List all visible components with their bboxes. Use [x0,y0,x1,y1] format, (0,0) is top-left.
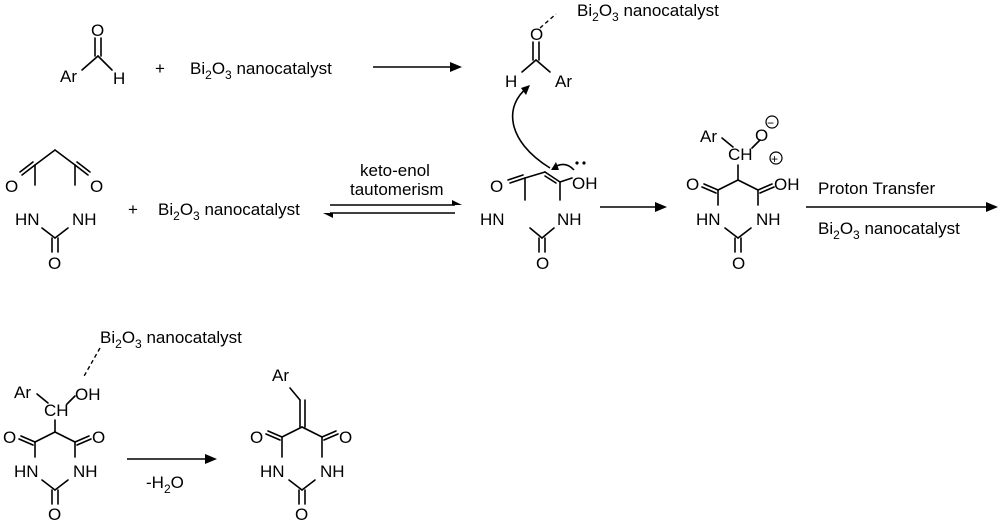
adduct-ar: Ar [700,127,717,146]
barbituric-o-right: O [90,177,103,196]
catalyst-label-1: Bi2O3 nanocatalyst [190,59,332,82]
adduct-plus: + [771,152,778,166]
enol-intermediate: O OH HN NH O [480,161,598,273]
plus-sign-2: + [128,200,138,219]
keto-enol-label-line2: tautomerism [350,180,444,199]
activated-aldehyde: O H Ar Bi2O3 nanocatalyst [505,1,719,91]
reaction-arrow-3 [806,202,998,212]
catalyst-label-top: Bi2O3 nanocatalyst [577,1,719,24]
catalyst-label-3: Bi2O3 nanocatalyst [818,219,960,242]
catalyst-label-2: Bi2O3 nanocatalyst [158,200,300,223]
aldehyde-oxygen: O [91,21,104,40]
adduct-o-bottom: O [732,254,745,273]
product-o-right: O [339,428,352,447]
adduct-minus: − [767,116,774,130]
product-o-left: O [250,428,263,447]
plus-sign-1: + [155,59,165,78]
barbituric-o-left: O [5,177,18,196]
alcohol-hn: HN [14,462,39,481]
water-loss-label: -H2O [146,473,184,496]
adduct-hn: HN [696,210,721,229]
activated-aldehyde-ar: Ar [555,72,572,91]
barbituric-o-bottom: O [48,254,61,273]
equilibrium-arrow [323,200,462,218]
barbituric-hn: HN [15,210,40,229]
enol-nh: NH [557,210,582,229]
barbituric-acid: O O HN NH O [5,149,103,273]
adduct-o: O [755,126,768,145]
reaction-arrow-2 [600,202,667,212]
barbituric-nh: NH [72,210,97,229]
reaction-arrow-1 [373,62,462,72]
alkoxide-adduct: Ar CH O − O OH + HN NH O [686,115,800,273]
aldehyde-h: H [113,69,125,88]
alcohol-o-left: O [3,428,16,447]
adduct-oh: OH [774,175,800,194]
curved-attack-arrow [511,85,551,169]
catalyst-label-4: Bi2O3 nanocatalyst [100,328,242,351]
aldehyde-ar: Ar [60,67,77,86]
enol-o-bottom: O [536,254,549,273]
activated-aldehyde-h: H [505,72,517,91]
enol-hn: HN [480,210,505,229]
reaction-arrow-4 [127,454,217,464]
aldehyde-reactant: O Ar H [60,21,125,88]
product-o-bottom: O [295,505,308,523]
product-ar: Ar [272,366,289,385]
alcohol-ar: Ar [14,383,31,402]
adduct-nh: NH [756,210,781,229]
activated-aldehyde-oxygen: O [530,25,543,44]
adduct-o-left: O [686,175,699,194]
alcohol-oh: OH [75,385,101,404]
enol-oh: OH [572,174,598,193]
alcohol-nh: NH [73,462,98,481]
product-nh: NH [320,462,345,481]
alcohol-o-bottom: O [48,505,61,523]
alcohol-adduct: Bi2O3 nanocatalyst Ar CH OH O O HN NH O [3,328,242,523]
enol-o-left: O [490,177,503,196]
proton-transfer-label: Proton Transfer [818,179,936,198]
keto-enol-label-line1: keto-enol [360,161,430,180]
product-hn: HN [260,462,285,481]
alcohol-o-right: O [92,428,105,447]
alcohol-ch: CH [44,401,69,420]
adduct-ch: CH [728,145,753,164]
arylidene-product: Ar O O HN NH O [250,366,352,523]
